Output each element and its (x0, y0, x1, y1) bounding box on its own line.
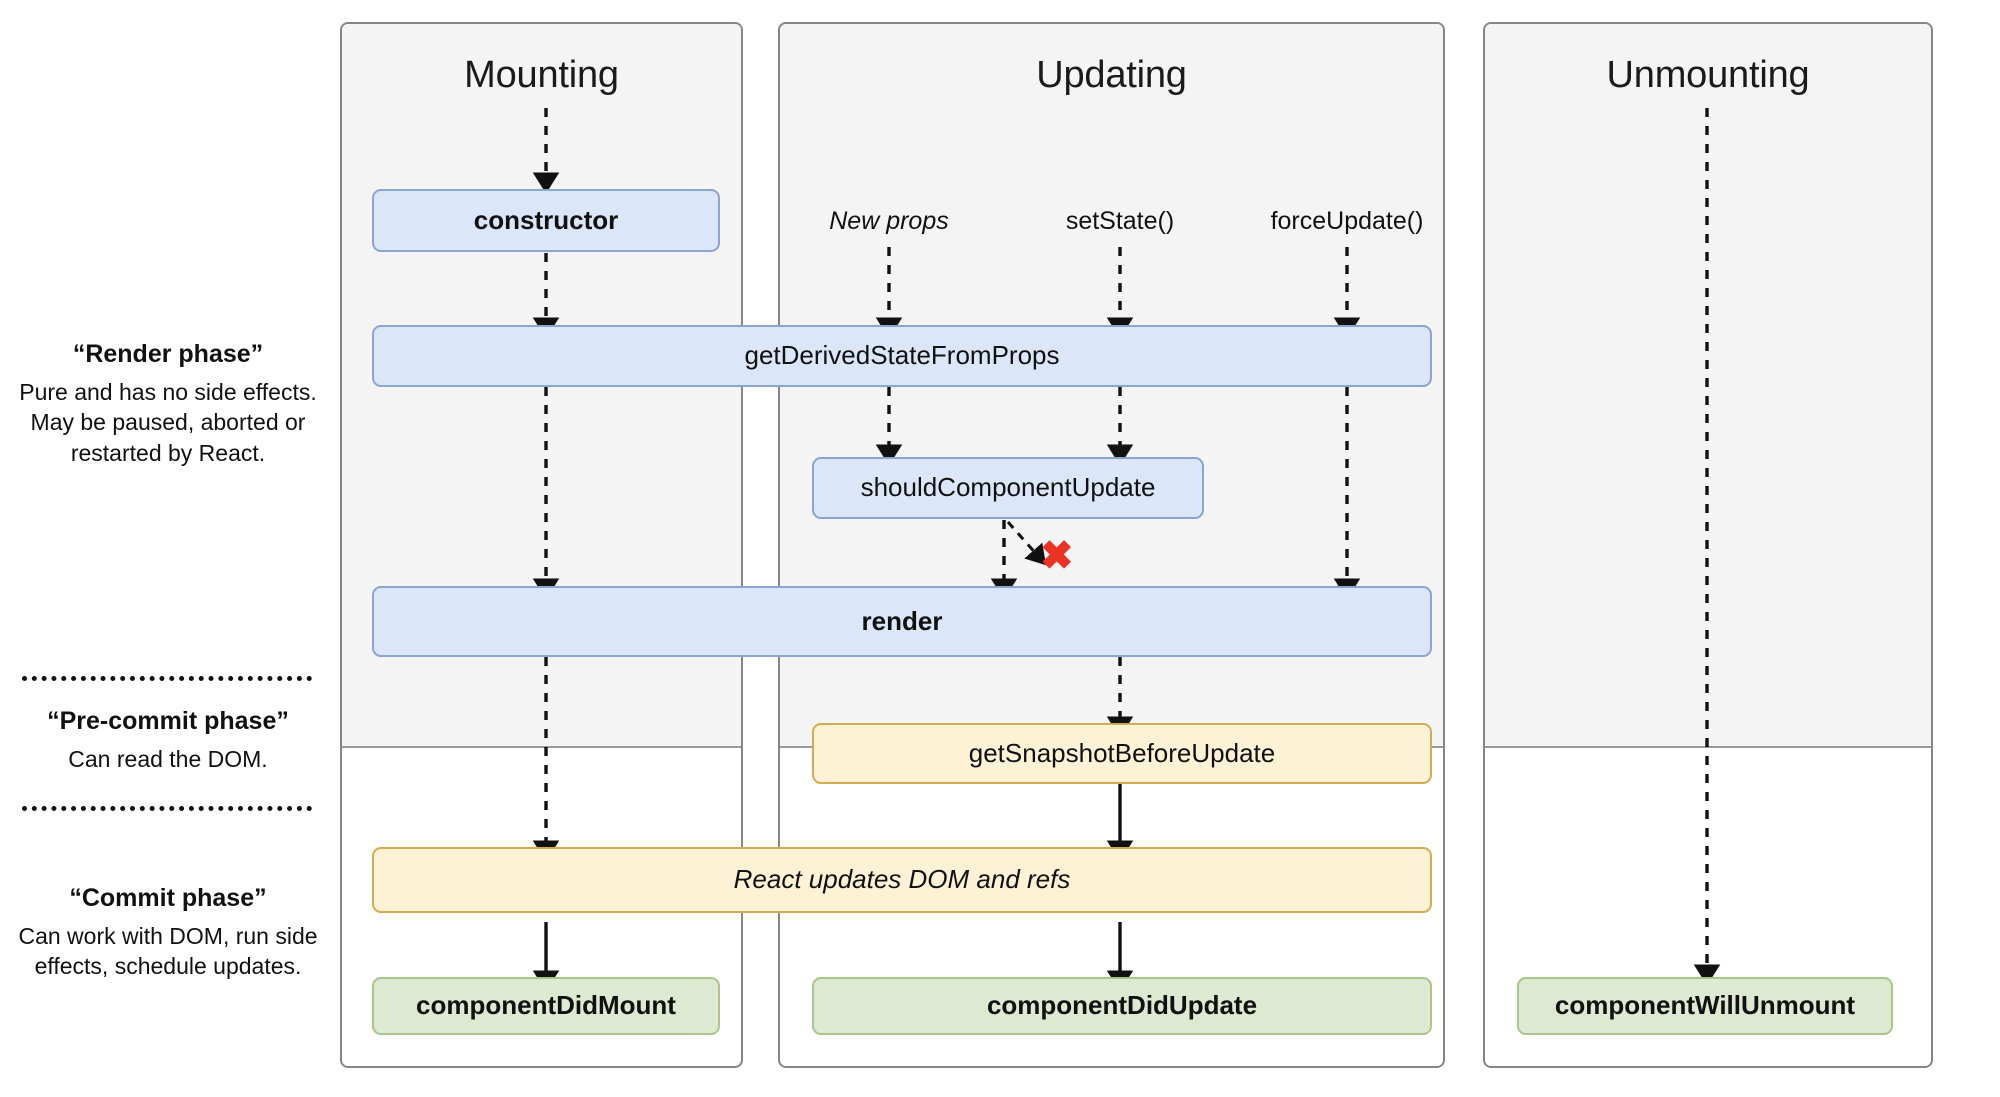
box-component-did-update[interactable]: componentDidUpdate (812, 977, 1432, 1035)
column-updating-title: Updating (1036, 54, 1187, 96)
trigger-label-set-state: setState() (1065, 207, 1175, 235)
column-unmounting: Unmounting (1483, 22, 1933, 1068)
trigger-label-force-update: forceUpdate() (1270, 207, 1424, 235)
legend-commit-phase-title: “Commit phase” (69, 884, 267, 912)
box-render[interactable]: render (372, 586, 1432, 657)
column-mounting-title: Mounting (464, 54, 619, 96)
legend-commit-phase-body: Can work with DOM, run side effects, sch… (18, 923, 318, 980)
box-should-component-update[interactable]: shouldComponentUpdate (812, 457, 1204, 519)
legend-pre-commit-phase: “Pre-commit phase” Can read the DOM. (18, 707, 318, 774)
legend-render-phase-title: “Render phase” (72, 340, 264, 368)
box-react-updates-dom[interactable]: React updates DOM and refs (372, 847, 1432, 913)
box-constructor[interactable]: constructor (372, 189, 720, 252)
skip-render-x-icon: ✖ (1040, 534, 1074, 578)
box-component-did-mount[interactable]: componentDidMount (372, 977, 720, 1035)
column-unmounting-shade (1485, 24, 1931, 748)
legend-pre-commit-phase-title: “Pre-commit phase” (47, 707, 289, 735)
column-unmounting-title: Unmounting (1606, 54, 1810, 96)
box-get-derived-state[interactable]: getDerivedStateFromProps (372, 325, 1432, 387)
box-component-will-unmount[interactable]: componentWillUnmount (1517, 977, 1893, 1035)
legend-commit-phase: “Commit phase” Can work with DOM, run si… (18, 884, 318, 982)
legend-divider-bottom (22, 806, 312, 811)
legend-render-phase: “Render phase” Pure and has no side effe… (18, 340, 318, 468)
trigger-label-new-props: New props (829, 207, 949, 235)
legend-divider-top (22, 676, 312, 681)
legend-pre-commit-phase-body: Can read the DOM. (68, 746, 268, 772)
box-get-snapshot[interactable]: getSnapshotBeforeUpdate (812, 723, 1432, 784)
legend-render-phase-body: Pure and has no side effects. May be pau… (19, 379, 317, 466)
